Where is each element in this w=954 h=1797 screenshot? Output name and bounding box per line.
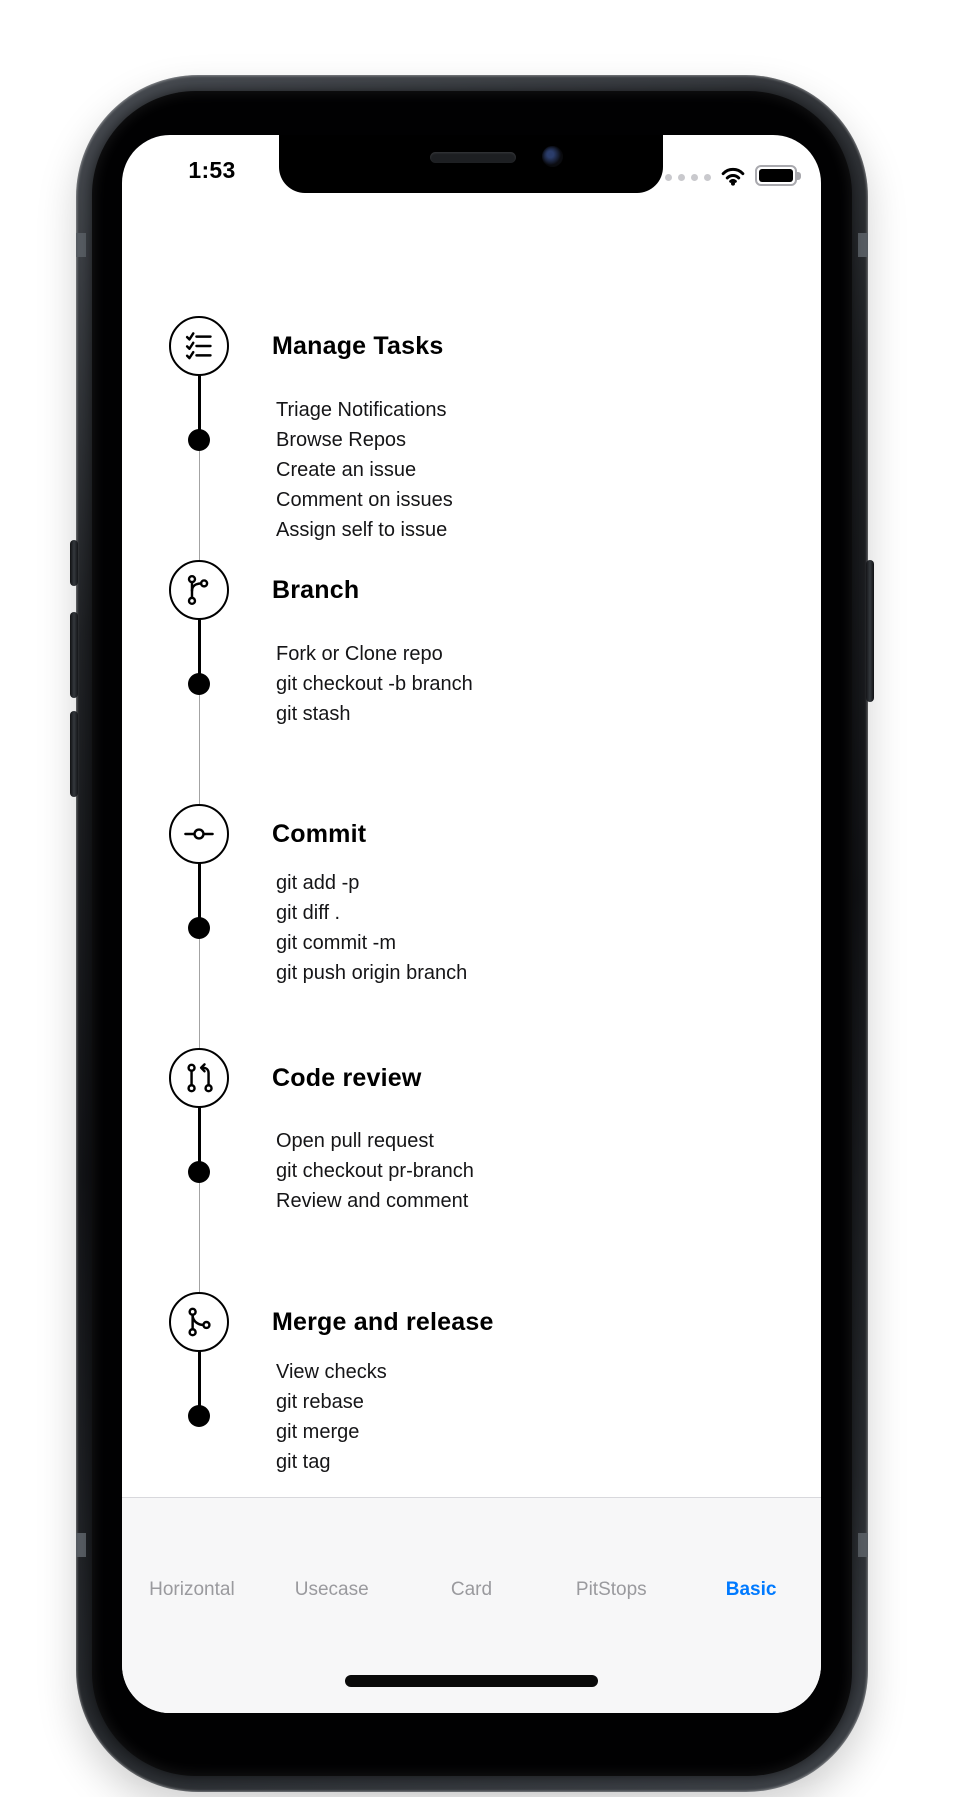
step-item: Browse Repos	[276, 429, 407, 451]
antenna-band	[858, 1533, 868, 1557]
step-items: Fork or Clone repo git checkout -b branch…	[276, 639, 473, 729]
step-title: Code review	[272, 1064, 422, 1092]
step-title: Merge and release	[272, 1308, 494, 1336]
tab-usecase[interactable]: Usecase	[294, 1579, 369, 1600]
status-icons	[665, 163, 801, 187]
iphone-frame: 1:53	[70, 75, 874, 1792]
connector-line-thin	[198, 684, 200, 805]
step-item: git merge	[276, 1421, 360, 1443]
connector-dot	[188, 1405, 210, 1427]
step-item: git commit -m	[276, 932, 396, 954]
connector-line-solid	[197, 618, 201, 684]
connector-line-solid	[197, 862, 201, 928]
connector-dot	[188, 673, 210, 695]
power-button	[866, 560, 874, 702]
git-commit-icon	[169, 804, 229, 864]
status-bar: 1:53	[122, 135, 821, 199]
mute-switch	[70, 540, 78, 586]
step-items: View checks git rebase git merge git tag	[276, 1357, 387, 1477]
wifi-icon	[721, 167, 745, 186]
status-time: 1:53	[188, 157, 236, 183]
cellular-dots-icon	[665, 173, 711, 181]
speaker-grille	[430, 152, 516, 163]
step-item: git tag	[276, 1451, 331, 1473]
step-item: git diff .	[276, 902, 341, 924]
connector-line-thin	[198, 440, 200, 561]
battery-full-icon	[755, 164, 801, 186]
tab-basic[interactable]: Basic	[725, 1579, 777, 1600]
connector-dot	[188, 1161, 210, 1183]
tab-list: Horizontal Usecase Card PitStops Basic	[122, 1578, 821, 1602]
connector-line-solid	[197, 1106, 201, 1172]
connector-line-solid	[197, 1350, 201, 1416]
step-item: Review and comment	[276, 1190, 469, 1212]
step-item: Assign self to issue	[276, 519, 448, 541]
connector-dot	[188, 917, 210, 939]
git-pull-request-icon	[169, 1048, 229, 1108]
connector-dot	[188, 429, 210, 451]
antenna-band	[76, 1533, 86, 1557]
step-item: git stash	[276, 703, 351, 725]
step-item: git rebase	[276, 1391, 364, 1413]
step-item: Open pull request	[276, 1130, 434, 1152]
step-item: git checkout pr-branch	[276, 1160, 474, 1182]
step-title: Branch	[272, 576, 360, 604]
step-item: Triage Notifications	[276, 399, 447, 421]
step-item: Create an issue	[276, 459, 417, 481]
antenna-band	[858, 233, 868, 257]
tab-card[interactable]: Card	[450, 1579, 493, 1600]
volume-up-button	[70, 612, 78, 698]
antenna-band	[76, 233, 86, 257]
step-item: git add -p	[276, 872, 360, 894]
git-merge-icon	[169, 1292, 229, 1352]
tab-horizontal[interactable]: Horizontal	[149, 1579, 235, 1600]
step-item: git checkout -b branch	[276, 673, 473, 695]
tasklist-icon	[169, 316, 229, 376]
front-camera	[542, 146, 563, 167]
connector-line-thin	[198, 1172, 200, 1293]
tab-pitstops[interactable]: PitStops	[575, 1579, 647, 1600]
step-item: git push origin branch	[276, 962, 468, 984]
home-indicator[interactable]	[345, 1675, 598, 1687]
connector-line-thin	[198, 928, 200, 1049]
volume-down-button	[70, 711, 78, 797]
step-item: View checks	[276, 1361, 387, 1383]
step-items: git add -p git diff . git commit -m git pus…	[276, 868, 467, 988]
step-item: Comment on issues	[276, 489, 453, 511]
notch	[279, 135, 663, 193]
git-branch-icon	[169, 560, 229, 620]
screen: 1:53	[122, 135, 821, 1713]
connector-line-solid	[197, 374, 201, 440]
step-title: Manage Tasks	[272, 332, 444, 360]
step-title: Commit	[272, 820, 367, 848]
step-item: Fork or Clone repo	[276, 643, 443, 665]
